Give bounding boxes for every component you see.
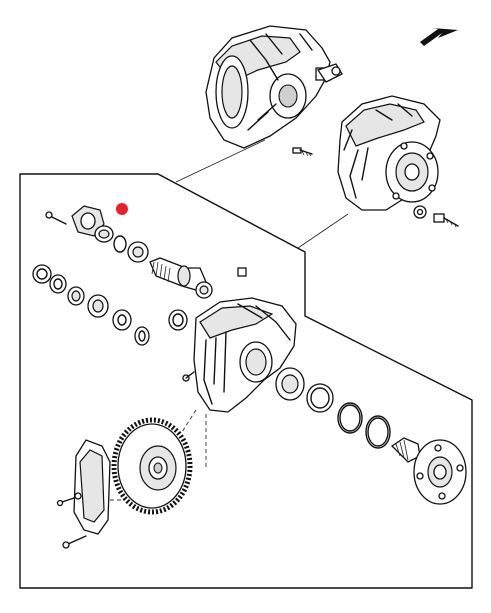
output-flange <box>390 437 467 505</box>
top-cover-and-bearings <box>45 203 149 263</box>
upper-gearbox-assembly <box>205 25 343 157</box>
main-housing <box>181 297 297 470</box>
side-cover <box>56 439 124 549</box>
exploded-view-frame <box>19 173 473 589</box>
red-dot-marker <box>116 203 128 215</box>
pinion-shaft <box>149 257 247 299</box>
bearing-and-seal-set <box>32 264 188 346</box>
leader-lines <box>175 139 349 249</box>
direction-arrow-icon <box>420 28 458 46</box>
upper-right-gearbox-assembly <box>337 95 459 228</box>
output-bearings-and-rings <box>275 367 391 449</box>
ring-gear <box>111 417 193 515</box>
